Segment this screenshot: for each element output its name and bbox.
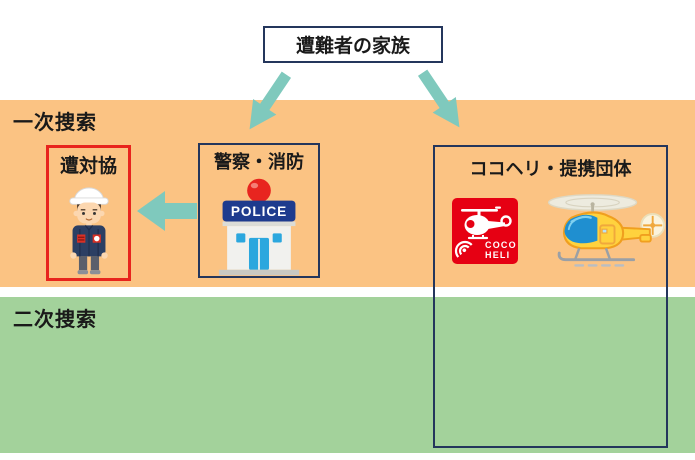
primary-search-band: 一次捜索 [0, 100, 695, 287]
cocoheli-logo-text-line2: HELI [485, 250, 510, 260]
secondary-search-band: 二次捜索 [0, 297, 695, 453]
rescue-worker-icon [68, 187, 109, 275]
cocoheli-label: ココヘリ・提携団体 [469, 159, 632, 179]
police-fire-box: 警察・消防 POLICE [198, 143, 320, 278]
secondary-search-label: 二次捜索 [13, 309, 97, 331]
cocoheli-logo-text-line1: COCO [485, 240, 517, 250]
arrow-family-to-police-icon [238, 67, 298, 137]
police-fire-label: 警察・消防 [214, 152, 304, 172]
sotaikyo-label: 遭対協 [59, 156, 117, 177]
primary-search-label: 一次捜索 [13, 112, 97, 134]
arrow-family-to-cocoheli-icon [411, 65, 471, 135]
helicopter-icon [548, 194, 666, 267]
police-sign-text: POLICE [231, 204, 287, 219]
arrow-police-to-sotaikyo-icon [137, 191, 197, 231]
cocoheli-logo-icon: COCO HELI [452, 198, 518, 264]
sotaikyo-box: 遭対協 [46, 145, 131, 281]
family-box-label: 遭難者の家族 [295, 36, 410, 57]
cocoheli-box: ココヘリ・提携団体 COCO HELI [433, 145, 668, 448]
family-box: 遭難者の家族 [263, 26, 443, 63]
police-station-icon: POLICE [218, 178, 300, 276]
